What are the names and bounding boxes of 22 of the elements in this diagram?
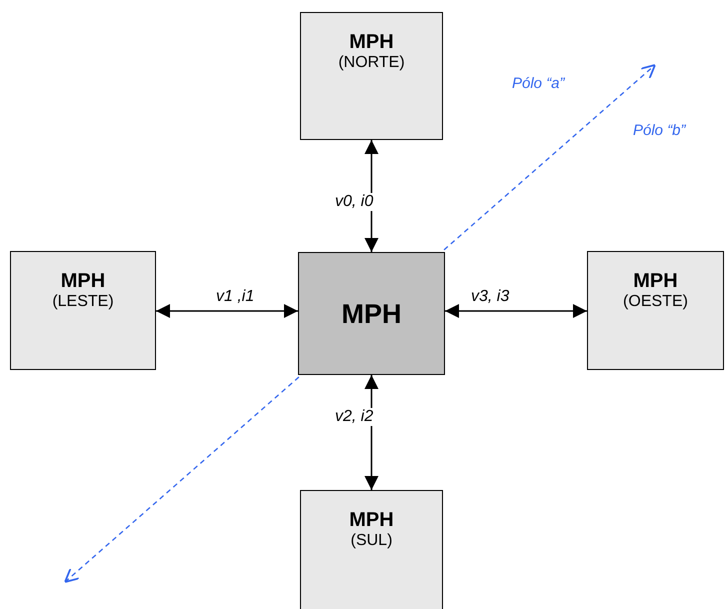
double-arrow bbox=[445, 304, 587, 318]
box-title: MPH bbox=[349, 509, 394, 531]
box-title: MPH bbox=[633, 270, 678, 292]
process-box bbox=[10, 251, 156, 370]
edge-label: v1 ,i1 bbox=[215, 288, 256, 306]
process-box bbox=[300, 12, 443, 140]
box-subtitle: (LESTE) bbox=[52, 292, 114, 312]
double-arrow bbox=[156, 304, 298, 318]
pole-label: Pólo “a” bbox=[512, 75, 565, 92]
edge-label: v3, i3 bbox=[470, 288, 510, 306]
process-box bbox=[587, 251, 724, 370]
process-box bbox=[300, 490, 443, 609]
edge-label: v2, i2 bbox=[334, 408, 374, 426]
box-title: MPH bbox=[349, 31, 394, 53]
edge-label: v0, i0 bbox=[334, 193, 374, 211]
box-title: MPH bbox=[60, 270, 106, 292]
pole-label: Pólo “b” bbox=[633, 122, 686, 139]
central-box bbox=[298, 252, 445, 375]
box-subtitle: (SUL) bbox=[350, 531, 392, 551]
box-subtitle: (NORTE) bbox=[338, 53, 405, 73]
box-subtitle: (OESTE) bbox=[623, 292, 688, 312]
box-title: MPH bbox=[342, 298, 402, 328]
